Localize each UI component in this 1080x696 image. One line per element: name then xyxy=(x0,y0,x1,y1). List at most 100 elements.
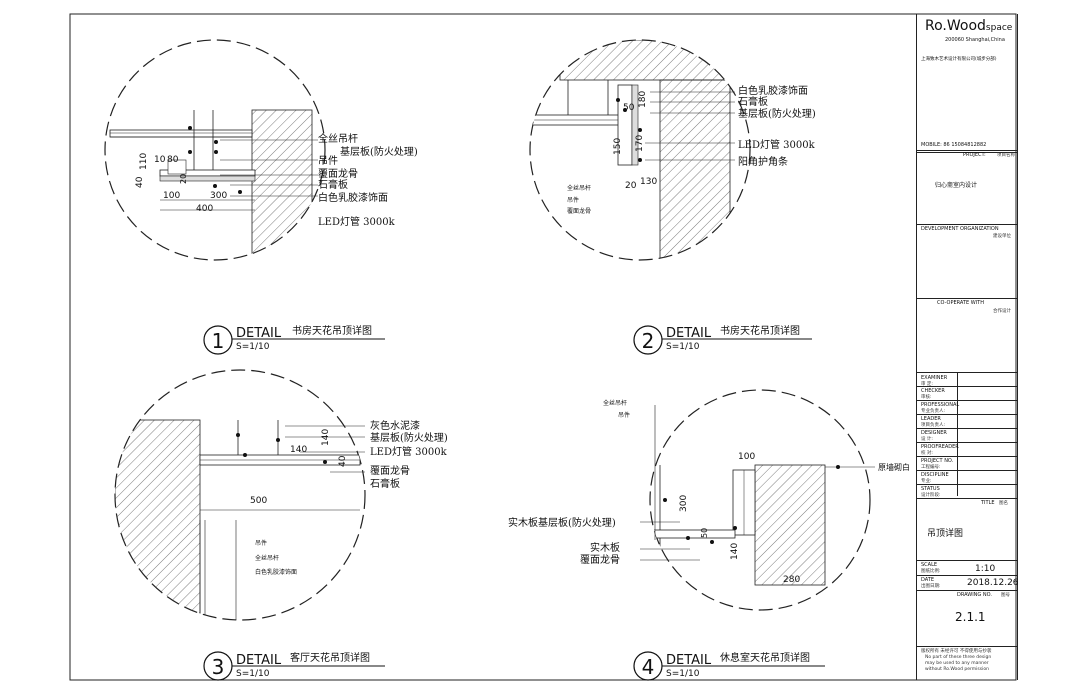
d2-dim: 130 xyxy=(640,177,657,187)
project-label-cn: 项目名称 xyxy=(997,153,1015,158)
brand-city: 200060 Shanghai,China xyxy=(945,37,1005,43)
d2-dim: 50 xyxy=(623,103,635,113)
date-label: DATE xyxy=(921,577,935,583)
d3-label-4: 石膏板 xyxy=(370,477,400,490)
detail-circle xyxy=(649,389,871,611)
brand-logo: Ro.Woodspace xyxy=(925,18,1012,34)
sheet-border xyxy=(69,13,1017,681)
d2-dim: 170 xyxy=(635,135,645,152)
d4-dim: 50 xyxy=(700,528,709,538)
detail-header-3: 3 DETAIL 客厅天花吊顶详图 S=1/10 xyxy=(203,651,385,681)
role-en: PROOFREADER xyxy=(921,444,959,450)
detail-header-1: 1 DETAIL 书房天花吊顶详图 S=1/10 xyxy=(203,324,385,355)
d1-label-1: 基层板(防火处理) xyxy=(340,145,418,158)
d3-label-1: 基层板(防火处理) xyxy=(370,431,448,444)
detail-number: 4 xyxy=(642,655,655,679)
detail-header-2: 2 DETAIL 书房天花吊顶详图 S=1/10 xyxy=(633,324,812,355)
detail-word: DETAIL xyxy=(666,326,712,341)
d2-label-4: 阳角护角条 xyxy=(738,155,788,168)
role-cn: 专业负责人: xyxy=(921,409,946,414)
role-en: EXAMINER xyxy=(921,375,948,381)
cooperate-label: CO-OPERATE WITH xyxy=(937,300,984,306)
tb-divider xyxy=(917,560,1017,561)
d3-label-0: 灰色水泥漆 xyxy=(370,419,420,432)
project-value: 归心斋室内设计 xyxy=(935,182,978,189)
d2-label-0: 白色乳胶漆饰面 xyxy=(738,84,808,97)
d3-label-2: LED灯管 3000k xyxy=(370,445,448,458)
role-en: DISCIPLINE xyxy=(921,472,949,478)
role-en: PROJECT NO. xyxy=(921,458,954,464)
detail-title: 客厅天花吊顶详图 xyxy=(290,651,370,664)
dev-org-cn: 建设单位 xyxy=(993,234,1011,239)
detail-1-drawing xyxy=(104,39,326,261)
d2-dim: 150 xyxy=(613,138,623,155)
role-en: CHECKER xyxy=(921,388,945,394)
d4-label-3: 原墙砌白 xyxy=(878,462,910,472)
role-cn: 设计阶段: xyxy=(921,493,941,498)
detail-scale: S=1/10 xyxy=(666,669,700,679)
detail-title: 书房天花吊顶详图 xyxy=(720,324,800,337)
d1-dim: 80 xyxy=(167,155,179,165)
role-cn: 设 计: xyxy=(921,437,933,442)
detail-word: DETAIL xyxy=(666,653,712,668)
d3-small-label: 吊件 xyxy=(255,539,267,547)
copyright-en-2: may be used to any manner xyxy=(925,661,989,666)
detail-word: DETAIL xyxy=(236,653,282,668)
d2-dim: 180 xyxy=(638,91,648,108)
d1-label-3: 覆面龙骨 xyxy=(318,167,358,180)
d4-dim: 280 xyxy=(783,575,800,585)
d2-small-label: 覆面龙骨 xyxy=(567,207,591,215)
detail-header-4: 4 DETAIL 休息室天花吊顶详图 S=1/10 xyxy=(633,651,825,681)
d1-dim: 40 xyxy=(135,176,145,188)
d3-dim: 140 xyxy=(321,429,331,446)
d1-dim: 300 xyxy=(210,191,227,201)
d3-dim: 500 xyxy=(250,496,267,506)
detail-title: 书房天花吊顶详图 xyxy=(292,324,372,337)
role-en: PROFESSIONAL xyxy=(921,402,960,408)
tb-divider xyxy=(917,590,1017,591)
d4-dim: 140 xyxy=(730,543,740,560)
detail-circle xyxy=(104,39,326,261)
drawing-title: 吊顶详图 xyxy=(927,529,964,539)
copyright-en-3: without Ro.Wood permission xyxy=(925,667,989,672)
dev-org-label: DEVELOPMENT ORGANIZATION xyxy=(921,226,999,232)
tb-divider xyxy=(917,646,1017,647)
d2-dim: 20 xyxy=(625,181,637,191)
d4-small-label: 吊件 xyxy=(618,411,630,419)
date-label-cn: 出图日期: xyxy=(921,584,941,589)
detail-3-drawing xyxy=(114,369,366,621)
cooperate-cn: 合作设计 xyxy=(993,309,1011,314)
d2-label-3: LED灯管 3000k xyxy=(738,138,816,151)
copyright-cn: 版权所有 未经许可 不得使用与抄袭 xyxy=(921,649,992,654)
tb-divider xyxy=(917,372,1017,373)
drawing-no-label: DRAWING NO. xyxy=(957,592,992,598)
tb-divider xyxy=(917,298,1017,299)
d1-label-6: LED灯管 3000k xyxy=(318,215,396,228)
d1-dim: 10 xyxy=(154,155,166,165)
d4-label-2: 覆面龙骨 xyxy=(580,553,620,566)
project-label: PROJECT: xyxy=(963,152,986,158)
scale-value: 1:10 xyxy=(975,564,996,574)
role-en: STATUS xyxy=(921,486,940,492)
detail-scale: S=1/10 xyxy=(236,669,270,679)
copyright-en-1: No part of these three design xyxy=(925,655,992,660)
date-value: 2018.12.26 xyxy=(967,578,1019,588)
d1-dim: 400 xyxy=(196,204,213,214)
brand-name: Ro.Wood xyxy=(925,18,986,34)
detail-4-drawing xyxy=(640,389,875,611)
drawing-no-label-cn: 图号 xyxy=(1001,593,1010,598)
d3-small-label: 白色乳胶漆饰面 xyxy=(255,568,297,576)
d2-small-label: 全丝吊杆 xyxy=(567,184,591,192)
drawing-number: 2.1.1 xyxy=(955,610,986,624)
d1-dim: 110 xyxy=(139,153,149,170)
d3-dim: 140 xyxy=(290,445,307,455)
role-cn: 专业: xyxy=(921,479,932,484)
tb-divider xyxy=(917,575,1017,576)
role-cn: 校 对: xyxy=(921,451,933,456)
detail-number: 3 xyxy=(212,655,225,679)
detail-scale: S=1/10 xyxy=(236,342,270,352)
d2-label-2: 基层板(防火处理) xyxy=(738,107,816,120)
tb-divider xyxy=(917,152,1017,153)
